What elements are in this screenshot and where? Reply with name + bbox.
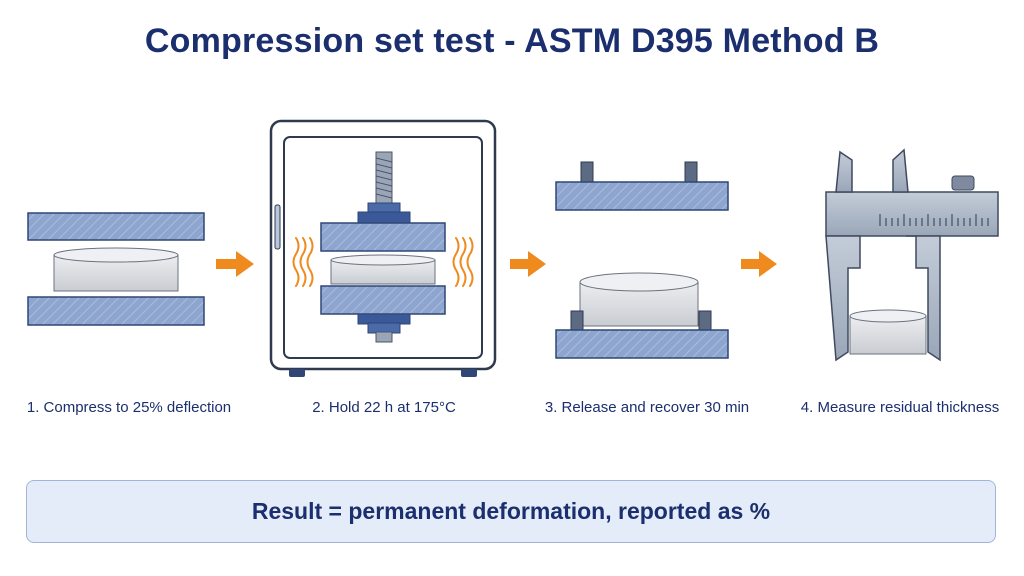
released-fixture-icon: [555, 161, 729, 359]
caliper-icon: [825, 148, 999, 362]
step-1-label: 1. Compress to 25% deflection: [26, 399, 232, 416]
specimen-compressed: [53, 247, 179, 292]
heat-waves-icon: [292, 237, 474, 287]
arrow-right-icon: [510, 251, 546, 277]
arrow-right-icon: [741, 251, 777, 277]
compression-plates-icon: [27, 212, 205, 326]
screw-top: [357, 151, 411, 224]
arrow-right-icon: [216, 251, 254, 277]
step-3-label: 3. Release and recover 30 min: [544, 399, 750, 416]
specimen-measured: [849, 309, 927, 355]
oven-icon: [269, 119, 497, 377]
step-2-label: 2. Hold 22 h at 175°C: [312, 399, 456, 416]
page-title: Compression set test - ASTM D395 Method …: [144, 22, 880, 60]
specimen-in-oven: [330, 254, 436, 285]
process-diagram: [27, 119, 999, 377]
step-4-label: 4. Measure residual thickness: [800, 399, 1000, 416]
specimen-recovered: [579, 272, 699, 327]
screw-bottom: [357, 313, 411, 343]
result-box: Result = permanent deformation, reported…: [26, 480, 996, 543]
result-text: Result = permanent deformation, reported…: [251, 498, 771, 524]
